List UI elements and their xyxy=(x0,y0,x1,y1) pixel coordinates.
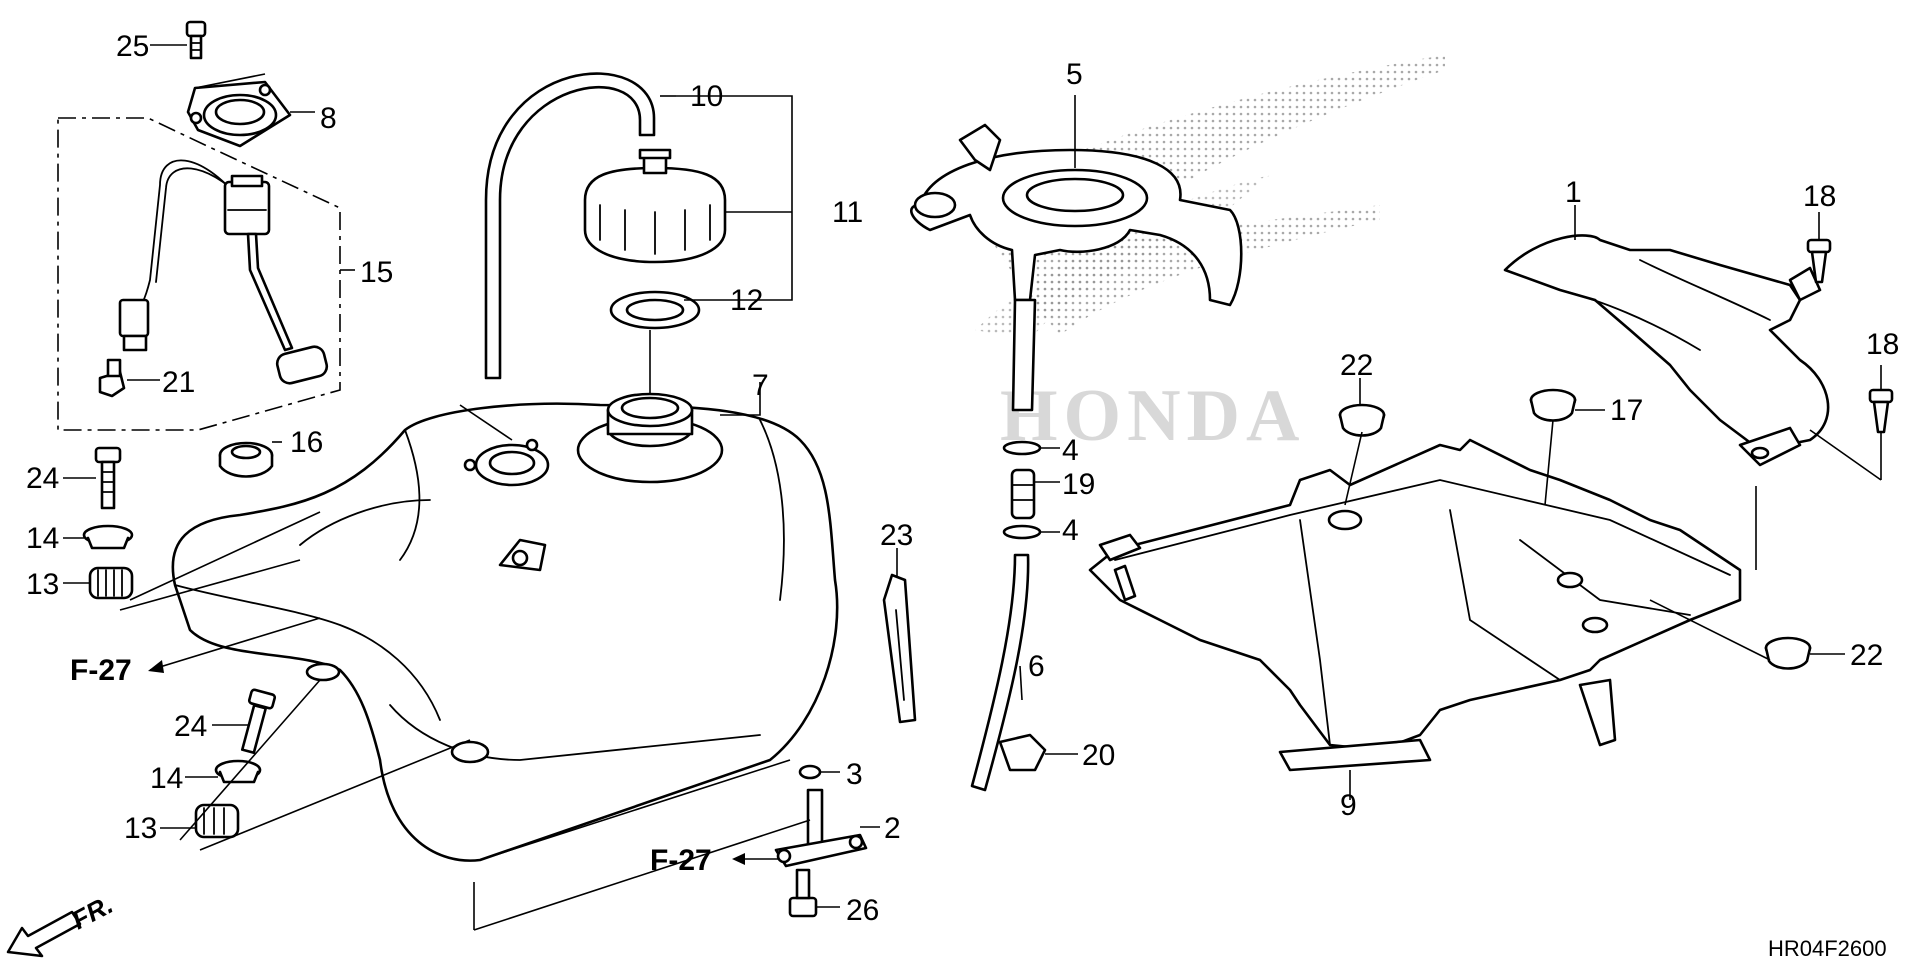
ref-arrow-left xyxy=(148,617,321,673)
clamp-4-upper xyxy=(1002,440,1042,456)
mount-stack-lower xyxy=(194,688,277,839)
callout-11: 11 xyxy=(832,196,863,229)
callout-9: 9 xyxy=(1340,789,1357,822)
joint-19 xyxy=(1010,468,1036,520)
callout-3: 3 xyxy=(846,758,863,791)
clip-20 xyxy=(998,733,1047,772)
ref-f27-left: F-27 xyxy=(70,654,132,687)
callout-23: 23 xyxy=(880,519,913,552)
callout-17: 17 xyxy=(1610,394,1643,427)
callout-labels: 25 8 15 21 16 24 14 13 F-27 24 14 13 10 … xyxy=(26,30,1899,960)
callout-1: 1 xyxy=(1565,176,1582,209)
callout-18-lower: 18 xyxy=(1866,328,1899,361)
callout-7: 7 xyxy=(752,369,769,402)
clip-21 xyxy=(98,358,126,398)
callout-20: 20 xyxy=(1082,739,1115,772)
callout-12: 12 xyxy=(730,284,763,317)
leader-lines xyxy=(63,44,1882,931)
plug-17 xyxy=(1529,388,1577,422)
front-arrow-icon xyxy=(6,910,82,958)
filler-tray-5 xyxy=(910,123,1243,307)
callout-26: 26 xyxy=(846,894,879,927)
setting-plate-8 xyxy=(186,80,292,148)
callout-21: 21 xyxy=(162,366,195,399)
callout-18-upper: 18 xyxy=(1803,180,1836,213)
ref-f27-bottom: F-27 xyxy=(650,844,712,877)
callout-10: 10 xyxy=(690,80,723,113)
cover-1 xyxy=(1503,234,1830,467)
plug-22-lower xyxy=(1764,636,1812,670)
fuel-pump-group xyxy=(57,20,341,478)
clamp-4-lower xyxy=(1002,524,1042,540)
cap-gasket-12 xyxy=(609,290,701,330)
cover-9 xyxy=(1088,438,1742,772)
clip-18-lower xyxy=(1868,388,1894,434)
callout-22-upper: 22 xyxy=(1340,349,1373,382)
callout-15: 15 xyxy=(360,256,393,289)
fuel-cap-11 xyxy=(583,148,727,264)
sensor-bracket-2 xyxy=(774,788,868,868)
washer-3 xyxy=(798,764,822,780)
callout-5: 5 xyxy=(1066,58,1083,91)
callout-2: 2 xyxy=(884,812,901,845)
bolt-25 xyxy=(185,20,207,60)
callout-14-upper: 14 xyxy=(26,522,59,555)
callout-6: 6 xyxy=(1028,650,1045,683)
callout-16: 16 xyxy=(290,426,323,459)
callout-19: 19 xyxy=(1062,468,1095,501)
callout-24-upper: 24 xyxy=(26,462,59,495)
fuel-unit-15 xyxy=(118,159,329,385)
callout-4-lower: 4 xyxy=(1062,514,1079,547)
callout-8: 8 xyxy=(320,102,337,135)
honda-watermark-text: HONDA xyxy=(1000,375,1305,457)
callout-14-lower: 14 xyxy=(150,762,183,795)
diagram-code: HR04F2600 xyxy=(1768,936,1887,960)
callout-13-lower: 13 xyxy=(124,812,157,845)
callout-22-lower: 22 xyxy=(1850,639,1883,672)
callout-24-lower: 24 xyxy=(174,710,207,743)
callout-4-upper: 4 xyxy=(1062,434,1079,467)
plug-22-upper xyxy=(1338,403,1386,437)
grommet-16 xyxy=(218,441,274,478)
mount-stack-upper xyxy=(82,446,134,600)
ref-arrow-bottom xyxy=(732,853,780,865)
breather-tube-10 xyxy=(484,72,656,380)
drain-tube-6 xyxy=(970,553,1030,792)
drain-hose-top xyxy=(1011,298,1037,412)
bolt-26 xyxy=(788,868,818,918)
band-strap-23 xyxy=(882,573,917,724)
fuel-tank-7 xyxy=(171,392,839,862)
callout-25: 25 xyxy=(116,30,149,63)
callout-13-upper: 13 xyxy=(26,568,59,601)
